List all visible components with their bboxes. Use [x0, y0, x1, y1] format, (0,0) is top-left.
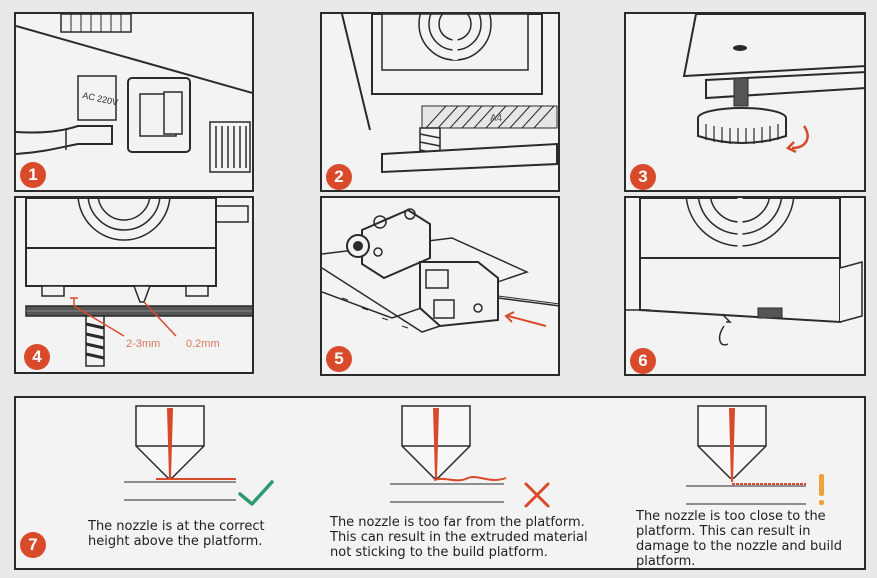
a4-paper-label: A4	[490, 113, 503, 124]
rotate-arrow-icon	[791, 125, 809, 150]
step-1-panel: AC 220V 1	[14, 12, 254, 192]
step-3-panel: 3	[624, 12, 866, 192]
step-2-badge: 2	[326, 164, 352, 190]
nozzle-distance-label: 0.2mm	[186, 338, 220, 350]
paper-leveling-illustration: A4	[341, 14, 558, 174]
step-2-panel: A4 2	[320, 12, 560, 192]
nozzle-too-far-diagram	[390, 405, 507, 503]
extrusion-check-illustration	[626, 198, 863, 346]
ac-voltage-label: AC 220V	[82, 90, 119, 107]
exclamation-icon	[819, 474, 824, 505]
step-6-badge: 6	[630, 348, 656, 374]
step-1-badge: 1	[20, 162, 46, 188]
too-close-caption: The nozzle is too close to the platform.…	[636, 509, 843, 569]
nozzle-distance-illustration: 2-3mm 0.2mm	[25, 198, 252, 367]
gap-measure-label: 2-3mm	[126, 338, 160, 350]
filament-feed-illustration	[322, 208, 558, 333]
step-7-badge: 7	[20, 532, 46, 558]
step-6-panel: 6	[624, 196, 866, 376]
nozzle-comparison-illustration	[124, 405, 824, 508]
correct-height-caption: The nozzle is at the correct height abov…	[88, 519, 265, 549]
nozzle-too-close-diagram	[686, 405, 806, 505]
cross-icon	[524, 482, 550, 508]
step-4-panel: 2-3mm 0.2mm 4	[14, 196, 254, 374]
power-socket-illustration: AC 220V	[16, 14, 252, 173]
step-3-badge: 3	[630, 164, 656, 190]
leveling-knob-illustration	[682, 14, 864, 154]
step-7-panel: The nozzle is at the correct height abov…	[14, 396, 866, 570]
check-icon	[238, 480, 274, 506]
nozzle-correct-diagram	[124, 405, 236, 501]
step-5-badge: 5	[326, 346, 352, 372]
step-4-badge: 4	[24, 344, 50, 370]
step-5-panel: 5	[320, 196, 560, 376]
too-far-caption: The nozzle is too far from the platform.…	[330, 515, 588, 560]
